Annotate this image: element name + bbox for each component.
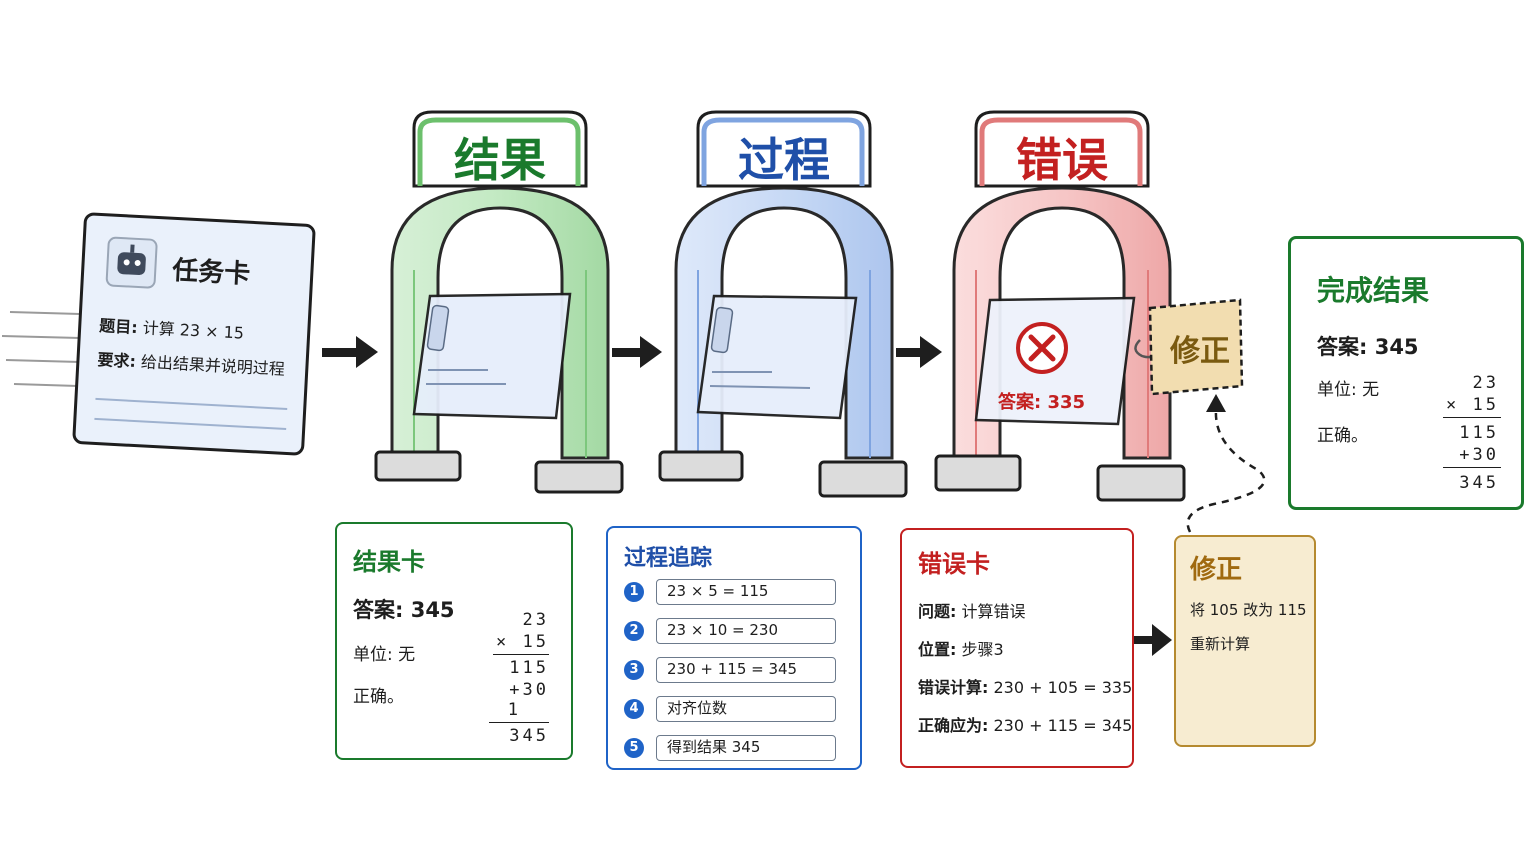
step-number: 2 xyxy=(624,621,644,641)
result-calc-6: 345 xyxy=(509,726,549,746)
result-calc-5: 1 xyxy=(507,700,521,720)
task-topic: 题目: 计算 23 × 15 xyxy=(98,316,245,343)
error-position: 位置: 步骤3 xyxy=(918,640,1004,659)
final-calc-3: 115 xyxy=(1459,423,1499,443)
final-calc-5: 345 xyxy=(1459,473,1499,493)
final-correct: 正确。 xyxy=(1317,426,1368,446)
fix-tag-label: 修正 xyxy=(1170,334,1230,369)
result-card: 结果卡 答案: 345 单位: 无 正确。 23 × 15 115 +30 1 … xyxy=(335,522,573,760)
fix-card-title: 修正 xyxy=(1190,555,1243,585)
error-issue: 问题: 计算错误 xyxy=(918,602,1026,621)
step-box: 对齐位数 xyxy=(656,696,836,722)
error-wrong-calc: 错误计算: 230 + 105 = 335 xyxy=(918,678,1133,697)
step-number: 5 xyxy=(624,738,644,758)
final-calc-2: × 15 xyxy=(1446,395,1499,415)
fix-loop-arrow xyxy=(1186,409,1266,533)
step-number: 4 xyxy=(624,699,644,719)
gate-label-results: 结果 xyxy=(454,133,546,187)
process-trace-card: 过程追踪 1 23 × 5 = 115 2 23 × 10 = 230 3 23… xyxy=(606,526,862,770)
error-right-calc: 正确应为: 230 + 115 = 345 xyxy=(918,716,1133,735)
gate-label-errors: 错误 xyxy=(1016,133,1108,187)
task-requirement: 要求: 给出结果并说明过程 xyxy=(97,349,286,379)
fix-line-1: 将 105 改为 115 xyxy=(1190,601,1307,619)
result-calc-4: +30 xyxy=(509,680,549,700)
fix-line-2: 重新计算 xyxy=(1190,635,1251,653)
step-box: 23 × 10 = 230 xyxy=(656,618,836,644)
result-calc-2: × 15 xyxy=(496,632,549,652)
robot-icon xyxy=(105,236,158,289)
result-calc-1: 23 xyxy=(522,610,549,630)
final-result-card: 完成结果 答案: 345 单位: 无 正确。 23 × 15 115 +30 3… xyxy=(1288,236,1524,510)
final-card-title: 完成结果 xyxy=(1317,274,1430,307)
gate-label-process: 过程 xyxy=(738,133,830,187)
step-number: 1 xyxy=(624,582,644,602)
final-calc-1: 23 xyxy=(1472,373,1499,393)
result-unit: 单位: 无 xyxy=(353,645,416,665)
fix-card: 修正 将 105 改为 115 重新计算 xyxy=(1174,535,1316,747)
final-calc-4: +30 xyxy=(1459,445,1499,465)
result-card-title: 结果卡 xyxy=(353,548,425,576)
step-box: 23 × 5 = 115 xyxy=(656,579,836,605)
step-box: 得到结果 345 xyxy=(656,735,836,761)
result-answer: 答案: 345 xyxy=(353,598,455,622)
task-card-title: 任务卡 xyxy=(171,255,251,290)
flow-arrows xyxy=(322,336,1172,656)
wrong-answer: 答案: 335 xyxy=(998,392,1086,413)
gate-results xyxy=(374,110,624,494)
error-card: 错误卡 问题: 计算错误 位置: 步骤3 错误计算: 230 + 105 = 3… xyxy=(900,528,1134,768)
error-card-title: 错误卡 xyxy=(918,550,990,578)
task-card: 任务卡 题目: 计算 23 × 15 要求: 给出结果并说明过程 xyxy=(72,212,316,456)
gate-process xyxy=(658,110,908,498)
result-calc-3: 115 xyxy=(509,658,549,678)
step-box: 230 + 115 = 345 xyxy=(656,657,836,683)
trace-card-title: 过程追踪 xyxy=(624,546,713,571)
step-number: 3 xyxy=(624,660,644,680)
result-correct: 正确。 xyxy=(353,687,404,707)
gate-errors xyxy=(934,110,1244,502)
speed-lines xyxy=(1,311,81,387)
final-answer: 答案: 345 xyxy=(1317,335,1419,359)
final-unit: 单位: 无 xyxy=(1317,380,1380,400)
